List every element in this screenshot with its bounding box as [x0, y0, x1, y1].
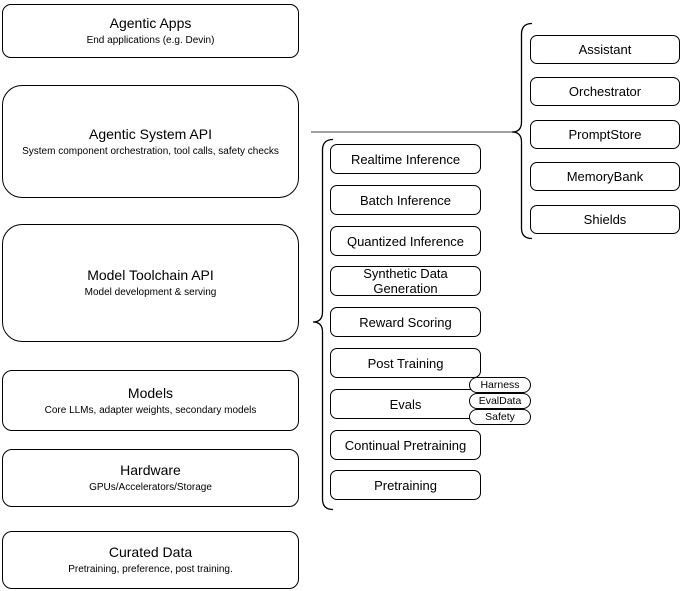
box-post-training: Post Training	[330, 348, 481, 378]
box-continual-pretraining: Continual Pretraining	[330, 430, 481, 460]
pill-evaldata: EvalData	[469, 393, 531, 409]
box-evals: Evals	[330, 389, 481, 419]
box-subtitle: Model development & serving	[84, 287, 217, 298]
box-batch-inference: Batch Inference	[330, 185, 481, 215]
box-synthetic-data-generation: Synthetic Data Generation	[330, 266, 481, 296]
box-subtitle: Pretraining, preference, post training.	[68, 564, 233, 575]
box-agentic-system-api: Agentic System API System component orch…	[2, 85, 299, 198]
box-quantized-inference: Quantized Inference	[330, 226, 481, 256]
box-reward-scoring: Reward Scoring	[330, 307, 481, 337]
box-subtitle: End applications (e.g. Devin)	[86, 35, 215, 46]
box-subtitle: System component orchestration, tool cal…	[22, 145, 279, 157]
box-model-toolchain-api: Model Toolchain API Model development & …	[2, 224, 299, 342]
box-assistant: Assistant	[530, 35, 680, 64]
box-subtitle: GPUs/Accelerators/Storage	[89, 482, 212, 493]
box-title: Agentic Apps	[109, 15, 192, 31]
box-curated-data: Curated Data Pretraining, preference, po…	[2, 531, 299, 589]
box-agentic-apps: Agentic Apps End applications (e.g. Devi…	[2, 4, 299, 58]
box-shields: Shields	[530, 205, 680, 234]
box-orchestrator: Orchestrator	[530, 77, 680, 106]
box-title: Curated Data	[108, 544, 193, 560]
box-title: Hardware	[120, 462, 181, 478]
pill-safety: Safety	[469, 409, 531, 425]
system-components-brace	[511, 22, 533, 240]
box-title: Models	[127, 384, 174, 401]
box-title: Agentic System API	[89, 125, 212, 142]
box-pretraining: Pretraining	[330, 470, 481, 500]
pill-harness: Harness	[469, 377, 531, 393]
box-promptstore: PromptStore	[530, 120, 680, 149]
box-memorybank: MemoryBank	[530, 162, 680, 191]
box-hardware: Hardware GPUs/Accelerators/Storage	[2, 449, 299, 507]
box-realtime-inference: Realtime Inference	[330, 144, 481, 174]
box-title: Model Toolchain API	[87, 267, 214, 283]
box-subtitle: Core LLMs, adapter weights, secondary mo…	[44, 404, 257, 416]
box-models: Models Core LLMs, adapter weights, secon…	[2, 370, 299, 431]
